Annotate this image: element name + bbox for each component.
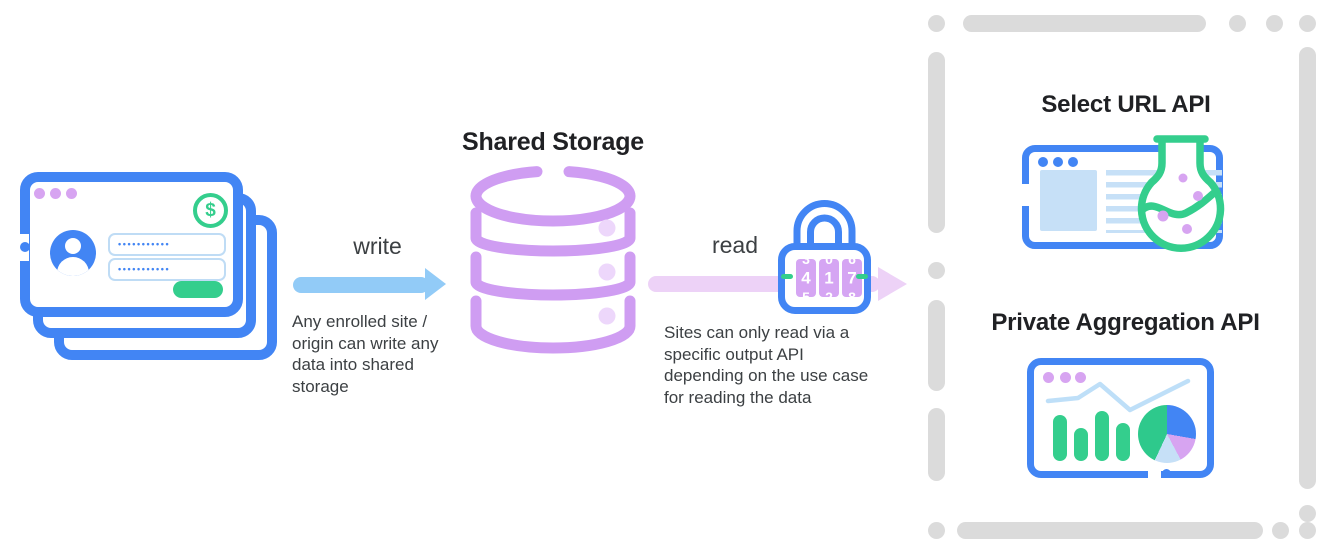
password-field[interactable]: •••••••••••	[108, 258, 226, 281]
read-caption: Sites can only read via a specific outpu…	[664, 322, 914, 408]
db-band	[470, 295, 636, 354]
boundary-dot	[928, 15, 945, 32]
dial-digit: 7	[847, 268, 857, 288]
write-label: write	[353, 233, 402, 259]
window-control-dot-icon	[1038, 157, 1048, 167]
db-dot	[598, 219, 616, 237]
caption-line: Any enrolled site /	[292, 312, 428, 331]
private-aggregation-api-title: Private Aggregation API	[991, 309, 1260, 336]
flask-bubble	[1193, 191, 1203, 201]
window-control-dot-icon	[1043, 372, 1054, 383]
dial-digit: 1	[824, 268, 834, 288]
user-avatar-icon	[50, 230, 96, 276]
bar-chart-bar	[1116, 423, 1130, 461]
caption-line: Sites can only read via a	[664, 323, 850, 342]
boundary-dot	[1299, 505, 1316, 522]
bar-chart-bar	[1095, 411, 1109, 461]
select-url-api-title: Select URL API	[1041, 91, 1211, 118]
shared-storage-title: Shared Storage	[462, 128, 644, 156]
boundary-dash	[963, 15, 1206, 32]
db-band	[470, 251, 636, 301]
caption-line: storage	[292, 376, 349, 396]
boundary-dot	[928, 522, 945, 539]
masked-value: •••••••••••	[118, 264, 171, 274]
boundary-dot	[1299, 522, 1316, 539]
border-gap	[1148, 469, 1161, 480]
caption-line: specific output API	[664, 344, 804, 364]
write-caption: Any enrolled site / origin can write any…	[292, 311, 482, 397]
write-arrow-icon	[293, 277, 429, 293]
lock-tick-icon	[781, 274, 793, 279]
lock-dial: 3 4 5	[796, 259, 816, 297]
boundary-dash	[928, 52, 945, 233]
boundary-dot	[928, 262, 945, 279]
dial-digit-partial: 6	[848, 259, 856, 267]
boundary-dot	[1229, 15, 1246, 32]
dial-digit-partial: 8	[848, 289, 856, 297]
lock-tick-icon	[856, 274, 868, 279]
window-control-dot-icon	[1068, 157, 1078, 167]
masked-value: •••••••••••	[118, 239, 171, 249]
line-chart-icon	[1045, 378, 1191, 413]
lock-shackle-icon	[793, 200, 856, 250]
border-dot	[1162, 469, 1171, 478]
window-control-dot-icon	[34, 188, 45, 199]
caption-line: data into shared	[292, 355, 414, 374]
dollar-sign: $	[205, 200, 216, 221]
boundary-dash	[928, 300, 945, 391]
experiment-flask-icon	[1137, 135, 1225, 252]
window-control-dot-icon	[50, 188, 61, 199]
dial-digit: 4	[801, 268, 811, 288]
border-dot	[20, 242, 30, 252]
bar-chart-bar	[1074, 428, 1088, 461]
pie-chart-icon	[1138, 405, 1196, 463]
db-band	[470, 207, 636, 257]
boundary-dot	[1272, 522, 1289, 539]
username-field[interactable]: •••••••••••	[108, 233, 226, 256]
dial-digit-partial: 3	[802, 259, 810, 267]
flask-bubble	[1178, 173, 1188, 183]
db-dot	[598, 307, 616, 325]
login-button[interactable]	[173, 281, 223, 298]
avatar-head	[65, 238, 81, 254]
border-gap	[1019, 184, 1031, 206]
read-arrowhead-icon	[878, 267, 907, 301]
caption-line: for reading the data	[664, 387, 812, 407]
db-top-ellipse	[470, 166, 636, 227]
window-control-dot-icon	[1060, 372, 1071, 383]
read-label: read	[711, 232, 759, 258]
lock-dial: 0 1 2	[819, 259, 839, 297]
flask-bubble	[1157, 210, 1169, 222]
content-block	[1040, 170, 1097, 231]
window-control-dot-icon	[1053, 157, 1063, 167]
flask-outline	[1137, 137, 1225, 252]
window-control-dot-icon	[66, 188, 77, 199]
window-control-dot-icon	[1075, 372, 1086, 383]
boundary-dash	[957, 522, 1263, 539]
boundary-dot	[1266, 15, 1283, 32]
database-cylinder-icon	[470, 166, 636, 354]
db-dot	[598, 263, 616, 281]
caption-line: depending on the use case	[664, 366, 869, 385]
write-arrowhead-icon	[425, 268, 446, 300]
boundary-dash	[1299, 47, 1316, 489]
bar-chart-bar	[1053, 415, 1067, 461]
flask-liquid-wave	[1138, 188, 1219, 219]
boundary-dash	[928, 408, 945, 481]
avatar-torso	[57, 257, 89, 276]
dial-digit-partial: 0	[825, 259, 833, 267]
flask-bubble	[1182, 224, 1192, 234]
dial-digit-partial: 2	[825, 289, 833, 297]
boundary-dot	[1299, 15, 1316, 32]
caption-line: origin can write any	[292, 333, 439, 353]
lock-dial: 6 7 8	[842, 259, 862, 297]
dial-digit-partial: 5	[802, 289, 810, 297]
dollar-circle-icon: $	[193, 193, 228, 228]
